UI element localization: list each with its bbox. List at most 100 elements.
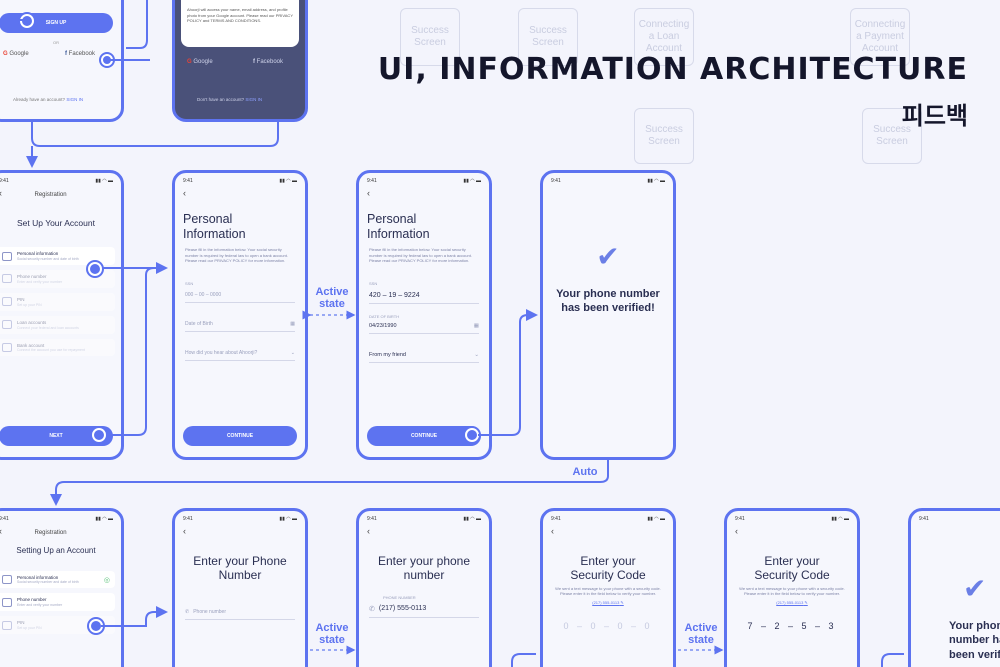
- screen-title: Enter your Security Code: [570, 554, 646, 583]
- google-button[interactable]: G Google: [187, 59, 213, 65]
- chevron-down-icon: ⌄: [474, 351, 479, 358]
- connector-line: [881, 653, 904, 667]
- check-circle-icon: ◎: [103, 576, 110, 584]
- tap-cursor: [20, 14, 34, 28]
- back-arrow-icon[interactable]: ‹: [0, 526, 2, 536]
- dob-field[interactable]: Date of Birth▦: [185, 317, 295, 332]
- active-state-label: Active state: [315, 286, 349, 311]
- tap-cursor: [89, 619, 103, 633]
- tap-cursor: [465, 428, 479, 442]
- status-bar: 9:41▮▮ ◠ ▬: [0, 178, 113, 184]
- phone-field[interactable]: ✆(217) 555-0113: [369, 601, 479, 618]
- continue-button[interactable]: CONTINUE: [367, 426, 481, 446]
- phone-link[interactable]: (217) 555-0113 ✎: [776, 599, 808, 605]
- registration-header: ‹ Registration: [0, 184, 121, 202]
- active-state-label: Active state: [315, 622, 349, 647]
- phone-label: PHONE NUMBER: [383, 594, 416, 600]
- consent-text: Ahoorjl will access your name, email add…: [181, 0, 299, 47]
- calendar-icon[interactable]: ▦: [290, 320, 295, 327]
- phone-link[interactable]: (217) 555-0113 ✎: [592, 599, 624, 605]
- phone-number-empty-screen: 9:41▮▮ ◠ ▬ ‹ Enter your Phone Number ✆Ph…: [172, 508, 308, 667]
- status-bar: 9:41▮▮ ◠ ▬: [0, 516, 113, 522]
- checkmark-icon: ✔: [596, 241, 620, 272]
- screen-title: Enter your phone number: [377, 554, 471, 583]
- ssn-label: SSN: [185, 280, 194, 286]
- auto-label: Auto: [572, 466, 598, 478]
- back-arrow-icon[interactable]: ‹: [367, 526, 370, 536]
- bg-flow-box: Success Screen: [634, 108, 694, 164]
- card-icon: [2, 342, 12, 352]
- chevron-down-icon: ⌄: [290, 349, 295, 356]
- verified-screen-2: 9:41 ✔ Your phone number has been verifi…: [908, 508, 1000, 667]
- lock-icon: [2, 297, 12, 307]
- or-divider: OR: [53, 40, 59, 45]
- personal-info-empty-screen: 9:41▮▮ ◠ ▬ ‹ Personal Information Please…: [172, 170, 308, 460]
- bg-flow-box: Success Screen: [518, 8, 578, 66]
- code-input[interactable]: 7 – 2 – 5 – 3: [747, 620, 837, 631]
- hear-about-select[interactable]: From my friend⌄: [369, 348, 479, 363]
- status-bar: 9:41▮▮ ◠ ▬: [735, 516, 849, 522]
- description-text: Please fill in the information below. Yo…: [185, 247, 288, 264]
- phone-icon: [2, 597, 12, 607]
- back-arrow-icon[interactable]: ‹: [183, 526, 186, 536]
- back-arrow-icon[interactable]: ‹: [0, 188, 2, 198]
- tap-cursor: [92, 428, 106, 442]
- verified-message: Your phone number has been verified!: [949, 620, 1000, 661]
- description-text: We sent a text message to your phone wit…: [739, 585, 845, 597]
- tap-cursor: [101, 54, 113, 66]
- google-button[interactable]: G Google: [3, 51, 29, 57]
- phone-icon: [2, 274, 12, 284]
- dob-field[interactable]: 04/23/1990▦: [369, 319, 479, 334]
- connector-line: [31, 120, 279, 147]
- back-arrow-icon[interactable]: ‹: [367, 188, 370, 198]
- status-bar: 9:41▮▮ ◠ ▬: [367, 516, 481, 522]
- ssn-label: SSN: [369, 280, 378, 286]
- bank-icon: [2, 320, 12, 330]
- signin-link[interactable]: SIGN IN: [66, 97, 84, 102]
- description-text: We sent a text message to your phone wit…: [555, 585, 661, 597]
- registration-header: ‹ Registration: [0, 522, 121, 540]
- connector-line: [126, 0, 148, 49]
- connector-line: [511, 653, 536, 667]
- signin-link[interactable]: SIGN IN: [245, 97, 263, 102]
- hear-about-select[interactable]: How did you hear about Ahoorji?⌄: [185, 346, 295, 361]
- description-text: Please fill in the information below. Yo…: [369, 247, 472, 264]
- facebook-button[interactable]: f Facebook: [253, 59, 284, 65]
- google-consent-screen: Ahoorjl will access your name, email add…: [172, 0, 308, 122]
- ssn-field[interactable]: 420 – 19 – 9224: [369, 288, 479, 304]
- ssn-field[interactable]: 000 – 00 – 0000: [185, 288, 295, 303]
- back-arrow-icon[interactable]: ‹: [735, 526, 738, 536]
- dob-label: DATE OF BIRTH: [369, 313, 400, 319]
- calendar-icon[interactable]: ▦: [473, 322, 479, 329]
- code-input[interactable]: 0 – 0 – 0 – 0: [563, 620, 653, 631]
- next-button[interactable]: NEXT: [0, 426, 113, 446]
- id-card-icon: [2, 575, 12, 585]
- back-arrow-icon[interactable]: ‹: [551, 526, 554, 536]
- continue-button[interactable]: CONTINUE: [183, 426, 297, 446]
- signup-screen: SIGN UP OR G Google f Facebook Already h…: [0, 0, 124, 122]
- status-bar: 9:41: [919, 516, 929, 522]
- page-title: UI, INFORMATION ARCHITECTURE: [377, 52, 968, 87]
- phone-icon: ✆: [369, 605, 375, 613]
- have-account-text: Already have an account? SIGN IN: [13, 97, 84, 102]
- verified-message: Your phone number has been verified!: [556, 288, 660, 315]
- screen-title: Personal Information: [183, 212, 246, 241]
- status-bar: 9:41▮▮ ◠ ▬: [367, 178, 481, 184]
- facebook-button[interactable]: f Facebook: [65, 51, 96, 57]
- security-code-filled-screen: 9:41▮▮ ◠ ▬ ‹ Enter your Security Code We…: [724, 508, 860, 667]
- screen-title: Setting Up an Account: [16, 546, 96, 555]
- status-bar: 9:41▮▮ ◠ ▬: [551, 178, 665, 184]
- back-arrow-icon[interactable]: ‹: [183, 188, 186, 198]
- bg-flow-box: Success Screen: [400, 8, 460, 66]
- phone-field[interactable]: ✆Phone number: [185, 605, 295, 620]
- signup-button[interactable]: SIGN UP: [0, 13, 113, 33]
- have-account-text: Don't have an account? SIGN IN: [197, 97, 263, 102]
